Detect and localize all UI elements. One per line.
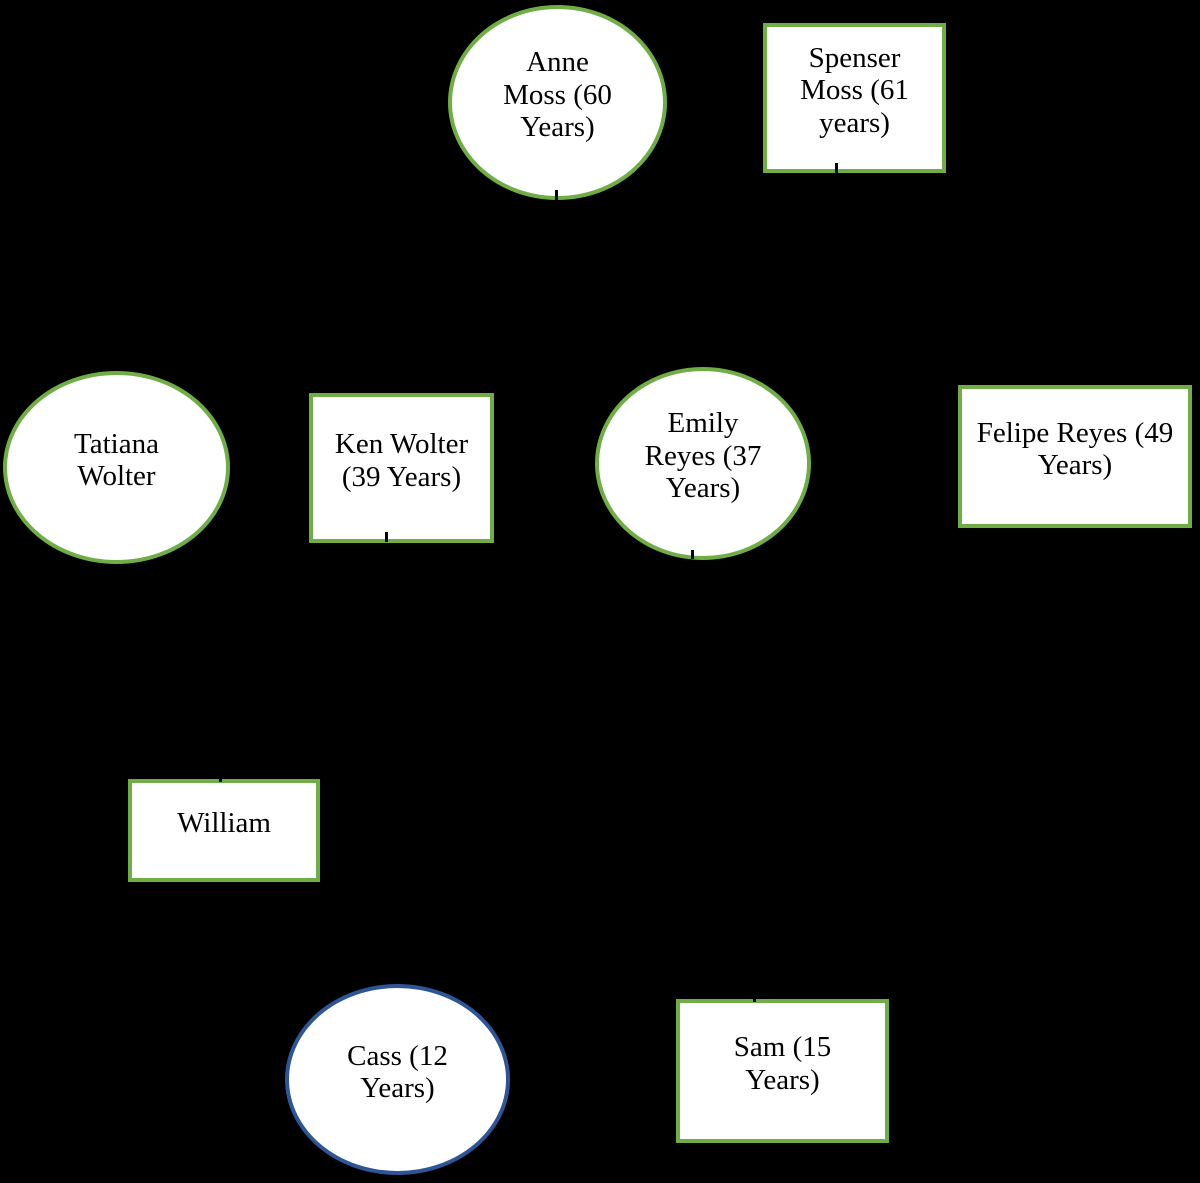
connector-stub-ken-bottom [385, 532, 388, 542]
node-felipe-reyes-label: Felipe Reyes (49 Years) [976, 416, 1174, 481]
node-spenser-moss-label: Spenser Moss (61 years) [800, 41, 909, 139]
node-sam-label: Sam (15 Years) [733, 1031, 832, 1096]
node-william[interactable]: William [128, 779, 320, 882]
node-spenser-moss[interactable]: Spenser Moss (61 years) [763, 23, 946, 173]
connector-stub-spenser-bottom [835, 163, 838, 173]
node-emily-reyes[interactable]: Emily Reyes (37 Years) [595, 367, 811, 560]
node-felipe-reyes[interactable]: Felipe Reyes (49 Years) [958, 385, 1192, 528]
connector-stub-emily-bottom [691, 550, 694, 559]
node-emily-reyes-label: Emily Reyes (37 Years) [644, 407, 762, 505]
node-sam[interactable]: Sam (15 Years) [676, 999, 889, 1143]
node-cass-label: Cass (12 Years) [347, 1039, 448, 1104]
node-cass[interactable]: Cass (12 Years) [285, 984, 510, 1175]
connector-stub-anne-bottom [555, 190, 558, 200]
node-william-label: William [177, 806, 271, 839]
node-anne-moss-label: Anne Moss (60 Years) [503, 46, 612, 144]
node-ken-wolter[interactable]: Ken Wolter (39 Years) [309, 393, 494, 543]
node-tatiana-wolter[interactable]: Tatiana Wolter [3, 371, 230, 564]
connector-stub-sam-top [753, 993, 756, 1002]
node-tatiana-wolter-label: Tatiana Wolter [74, 427, 159, 492]
node-ken-wolter-label: Ken Wolter (39 Years) [334, 428, 469, 493]
node-anne-moss[interactable]: Anne Moss (60 Years) [448, 5, 667, 200]
connector-stub-william-top [219, 771, 222, 782]
